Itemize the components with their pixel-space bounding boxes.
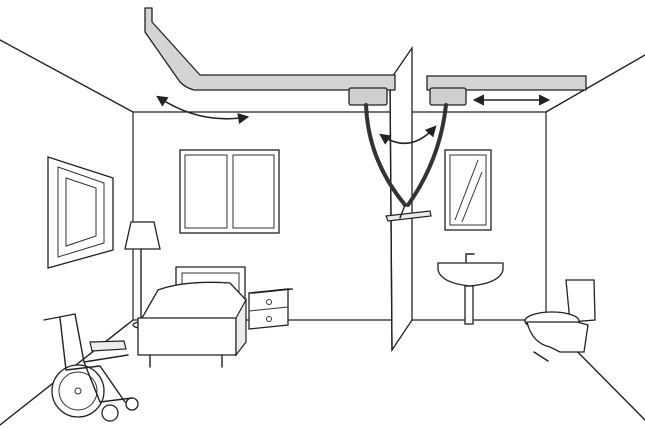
nightstand-icon <box>248 288 294 330</box>
mirror-icon <box>444 149 492 231</box>
bed-icon <box>136 266 247 368</box>
toilet-icon <box>524 279 596 362</box>
sling-icon <box>364 103 448 222</box>
lift-motor-icon <box>348 87 467 106</box>
curved-arrow-icon <box>156 95 437 145</box>
window-icon <box>179 149 280 234</box>
picture-frame-icon <box>47 156 114 269</box>
sink-icon <box>437 253 504 325</box>
ceiling-rail-icon <box>144 7 587 91</box>
wheelchair-icon <box>43 313 139 422</box>
